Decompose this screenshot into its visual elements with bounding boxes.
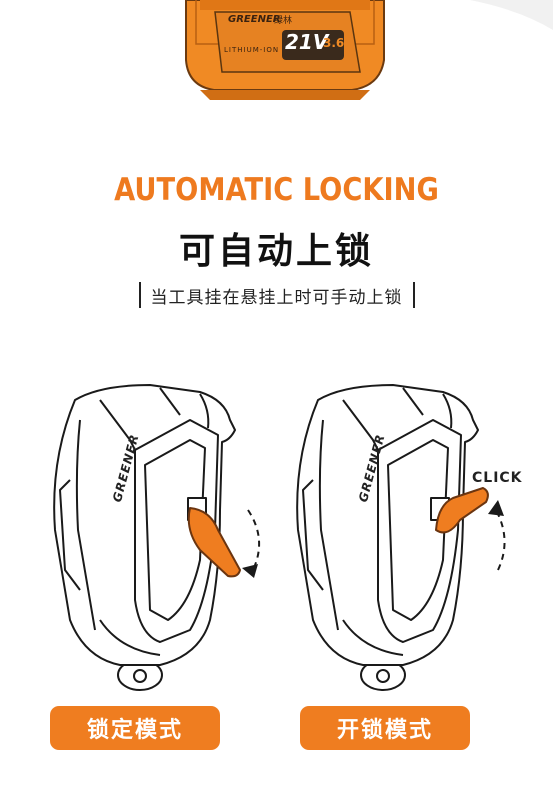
headline-chinese: 可自动上锁: [178, 231, 374, 272]
battery-chemistry: LITHIUM-ION: [224, 46, 280, 54]
battery-brand-cn: 绿林: [274, 16, 293, 26]
subtitle-row: 当工具挂在悬挂上时可手动上锁: [0, 282, 553, 308]
click-label: CLICK: [472, 470, 523, 486]
subtitle-left-divider: [138, 282, 141, 308]
subtitle-right-divider: [412, 282, 415, 308]
battery-capacity: 3.6: [323, 36, 345, 50]
headline-english: AUTOMATIC LOCKING: [114, 172, 439, 208]
battery-voltage: 21V: [285, 30, 329, 54]
battery-brand: GREENER: [228, 14, 281, 25]
subtitle: 当工具挂在悬挂上时可手动上锁: [150, 287, 403, 308]
lock-mode-button[interactable]: 锁定模式: [50, 706, 220, 750]
unlock-mode-button[interactable]: 开锁模式: [300, 706, 470, 750]
holder-locked-illustration: [53, 384, 261, 691]
holder-unlocked-illustration: [296, 384, 506, 691]
battery-illustration: [185, 0, 553, 100]
